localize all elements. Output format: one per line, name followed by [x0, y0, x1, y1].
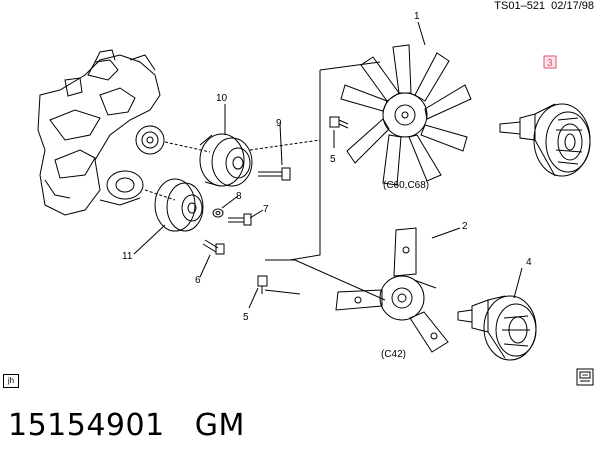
fan-blade-lower	[335, 227, 449, 353]
callout-4: 4	[526, 257, 532, 268]
part-number: 15154901	[8, 408, 165, 443]
assembly-bracket-line	[289, 70, 321, 261]
part-number-line: 15154901 GM	[8, 408, 245, 443]
lower-bracket-line	[265, 259, 386, 301]
manual-book-icon	[576, 368, 594, 386]
document-icon: jh	[3, 374, 19, 388]
brand-name: GM	[194, 408, 245, 443]
pulley-bolt-9	[258, 167, 291, 181]
diagram-drawing: 1 2 4 5 5 6 7 8 9 10 11 (C60,C68) (C42) …	[37, 11, 591, 361]
fan-blade-assembly	[340, 44, 472, 186]
diagram-code: TS01–521	[494, 0, 546, 12]
engine-block	[37, 49, 165, 216]
callout-3: 3	[547, 58, 553, 69]
diagram-date: 02/17/98	[551, 0, 594, 12]
fan-clutch-lower	[457, 295, 537, 361]
callout-9: 9	[276, 118, 282, 129]
water-pump-pulley	[199, 133, 253, 187]
bolt-7	[228, 213, 252, 226]
variant-label-bottom: (C42)	[381, 349, 406, 360]
diagram-header: TS01–521 02/17/98	[494, 0, 594, 12]
callout-6: 6	[195, 275, 201, 286]
bolt-6	[202, 239, 225, 255]
bolt-lower-line	[264, 289, 301, 295]
callout-11: 11	[122, 251, 133, 262]
callout-leaders	[133, 21, 523, 309]
leader-lines	[144, 139, 321, 201]
callout-7: 7	[263, 204, 269, 215]
bolt-5-bottom	[257, 275, 268, 294]
callout-2: 2	[462, 221, 468, 232]
crank-pulley	[154, 178, 204, 232]
bolt-5-top	[329, 116, 349, 129]
callout-8: 8	[236, 191, 242, 202]
fan-bracket-line	[319, 61, 381, 71]
callout-3-highlight: 3	[543, 55, 557, 69]
fan-clutch-upper	[499, 103, 591, 177]
callout-10: 10	[216, 93, 228, 104]
washer-8	[212, 208, 224, 218]
callout-5-bottom: 5	[243, 312, 249, 323]
variant-label-top: (C60,C68)	[383, 180, 429, 191]
callout-1: 1	[414, 11, 420, 22]
callout-5-top: 5	[330, 154, 336, 165]
